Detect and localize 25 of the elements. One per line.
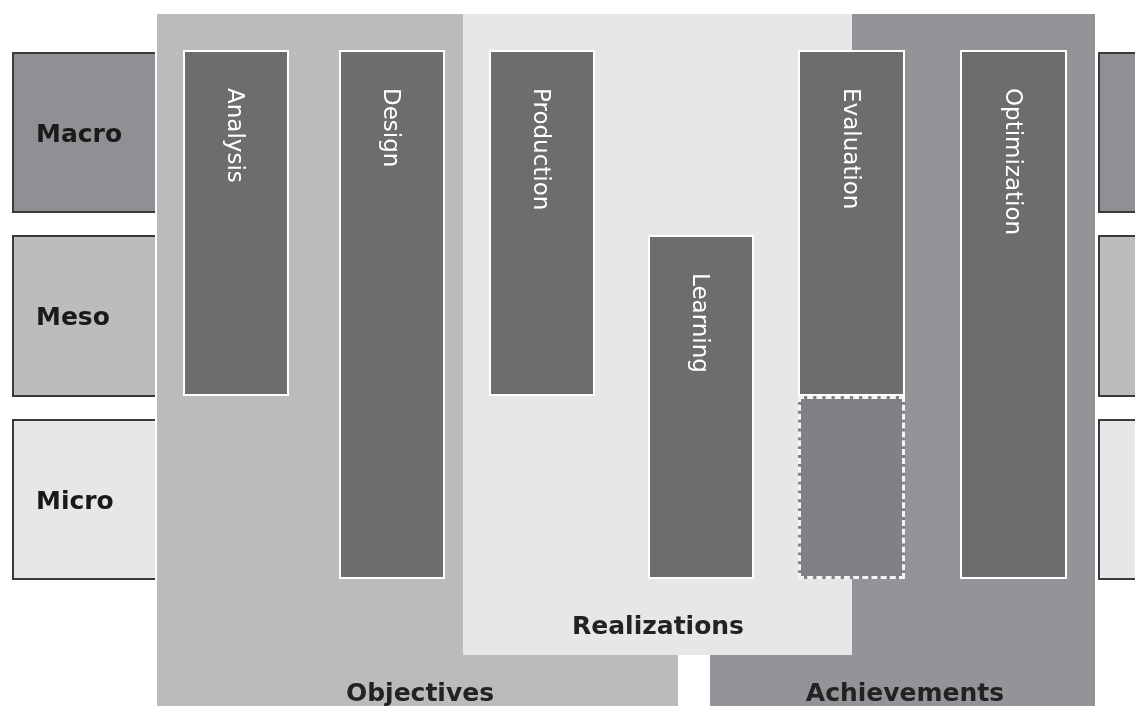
group-label: Realizations bbox=[572, 611, 744, 640]
level-label: Micro bbox=[36, 485, 114, 514]
phase-bar bbox=[960, 50, 1067, 579]
group-label: Achievements bbox=[805, 678, 1005, 706]
phase-label: Evaluation bbox=[838, 88, 865, 210]
level-label: Macro bbox=[36, 118, 123, 147]
level-label: Meso bbox=[36, 301, 110, 331]
phase-bar bbox=[183, 50, 289, 396]
phase-label: Analysis bbox=[223, 88, 249, 183]
phase-bar bbox=[489, 50, 595, 396]
level-box bbox=[1098, 419, 1135, 580]
phase-label: Learning bbox=[688, 273, 714, 373]
phase-bar bbox=[798, 50, 905, 396]
level-box bbox=[12, 52, 155, 213]
level-box bbox=[1098, 52, 1135, 213]
placeholder-box bbox=[798, 396, 905, 579]
phase-label: Optimization bbox=[1000, 88, 1027, 236]
level-box bbox=[12, 235, 155, 397]
level-box bbox=[12, 419, 155, 580]
phase-label: Production bbox=[529, 88, 555, 211]
level-box bbox=[1098, 235, 1135, 397]
phase-label: Design bbox=[379, 88, 405, 168]
phase-bar bbox=[339, 50, 445, 579]
group-label: Objectives bbox=[345, 678, 495, 706]
phase-bar bbox=[648, 235, 754, 579]
